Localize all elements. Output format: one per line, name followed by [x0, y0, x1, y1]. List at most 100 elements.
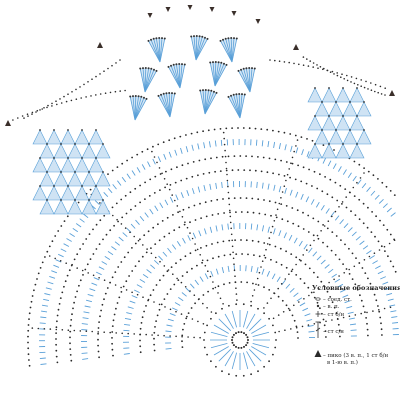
- chain-dot: [36, 109, 39, 112]
- chain-dot: [334, 254, 337, 256]
- chain-dot: [229, 253, 232, 256]
- picot-mark: [209, 7, 215, 12]
- chain-dot: [114, 284, 117, 286]
- chain-dot: [239, 155, 242, 157]
- chain-dot: [150, 252, 153, 255]
- chain-dot: [176, 205, 179, 207]
- side-mesh-panels: [7, 56, 387, 215]
- chain-dot: [203, 331, 206, 334]
- chain-dot: [211, 214, 214, 216]
- chain-dot: [204, 158, 207, 161]
- chain-dot: [202, 323, 205, 325]
- chain-dot: [56, 103, 58, 106]
- chain-dot: [141, 316, 144, 319]
- chain-dot: [302, 64, 305, 66]
- chain-dot: [280, 203, 283, 206]
- chain-dot: [348, 191, 351, 194]
- chain-dot: [34, 283, 37, 286]
- chain-dot: [89, 258, 92, 260]
- chain-dot: [182, 208, 185, 211]
- stitch-mark: [221, 266, 225, 274]
- chain-dot: [210, 200, 213, 202]
- chain-dot: [76, 267, 78, 269]
- chain-dot: [193, 294, 196, 297]
- stitch-mark: [300, 193, 304, 200]
- chain-dot: [353, 195, 356, 198]
- chain-dot: [274, 201, 277, 204]
- chain-dot: [382, 224, 385, 227]
- chain-dot: [222, 240, 225, 243]
- chain-dot: [348, 247, 350, 250]
- chain-dot: [158, 167, 161, 169]
- chain-dot: [201, 261, 204, 264]
- chain-dot: [156, 161, 158, 164]
- chain-dot: [152, 289, 155, 291]
- stitch-mark: [334, 215, 340, 221]
- chain-dot: [371, 211, 373, 213]
- chain-dot: [115, 202, 118, 205]
- chain-dot: [139, 184, 142, 187]
- chain-dot: [227, 155, 230, 158]
- chain-dot: [162, 141, 165, 144]
- stitch-mark: [306, 319, 313, 322]
- chain-dot: [345, 206, 348, 209]
- chain-dot: [344, 188, 347, 191]
- chain-dot: [383, 307, 386, 310]
- center-ring: [203, 303, 277, 377]
- chain-dot: [274, 346, 277, 349]
- chain-dot: [368, 255, 371, 258]
- legend-item-slip-stitch: – соед. ст.: [315, 297, 352, 303]
- chain-dot: [181, 216, 184, 218]
- stitch-mark: [81, 352, 88, 354]
- chain-dot: [386, 228, 389, 231]
- chain-dot: [365, 80, 367, 83]
- chain-dot: [154, 326, 156, 328]
- chain-dot: [254, 127, 257, 130]
- stitch-mark: [302, 307, 309, 312]
- stitch-mark: [221, 182, 223, 189]
- stitch-mark: [267, 183, 270, 190]
- chain-dot: [28, 364, 31, 367]
- stitch-mark: [272, 228, 276, 235]
- chain-dot: [307, 214, 310, 217]
- stitch-mark: [126, 312, 133, 315]
- chain-dot: [226, 173, 228, 176]
- chain-dot: [46, 250, 49, 253]
- stitch-mark: [267, 141, 270, 148]
- chain-dot: [283, 185, 286, 187]
- chain-dot: [223, 143, 226, 146]
- chain-dot: [146, 248, 148, 250]
- chain-dot: [55, 338, 57, 340]
- chain-dot: [181, 346, 184, 348]
- chain-dot: [319, 307, 321, 310]
- chain-dot: [27, 341, 29, 344]
- chain-dot: [257, 198, 260, 201]
- chain-dot: [233, 155, 236, 158]
- chain-dot: [300, 136, 303, 139]
- chain-dot: [104, 92, 107, 94]
- chain-dot: [67, 329, 70, 332]
- chain-dot: [380, 245, 383, 248]
- chain-dot: [17, 117, 19, 119]
- chain-dot: [213, 128, 216, 131]
- stitch-mark: [191, 144, 194, 151]
- chain-dot: [191, 267, 193, 270]
- stitch-mark: [175, 194, 179, 201]
- chain-dot: [200, 217, 203, 220]
- chain-dot: [166, 293, 169, 295]
- chain-dot: [356, 288, 359, 291]
- chain-dot: [331, 70, 334, 73]
- stitch-mark: [391, 316, 398, 318]
- chain-dot: [338, 206, 340, 208]
- chain-dot: [209, 275, 212, 278]
- double-crochet-mark: [246, 351, 256, 367]
- stitch-mark: [114, 241, 120, 246]
- chain-dot: [48, 255, 51, 257]
- chain-dot: [329, 178, 332, 181]
- chain-dot: [245, 344, 248, 347]
- chain-dot: [318, 288, 320, 290]
- chain-dot: [206, 324, 209, 327]
- chain-dot: [125, 280, 128, 283]
- stitch-mark: [308, 330, 315, 333]
- stitch-mark: [199, 276, 204, 282]
